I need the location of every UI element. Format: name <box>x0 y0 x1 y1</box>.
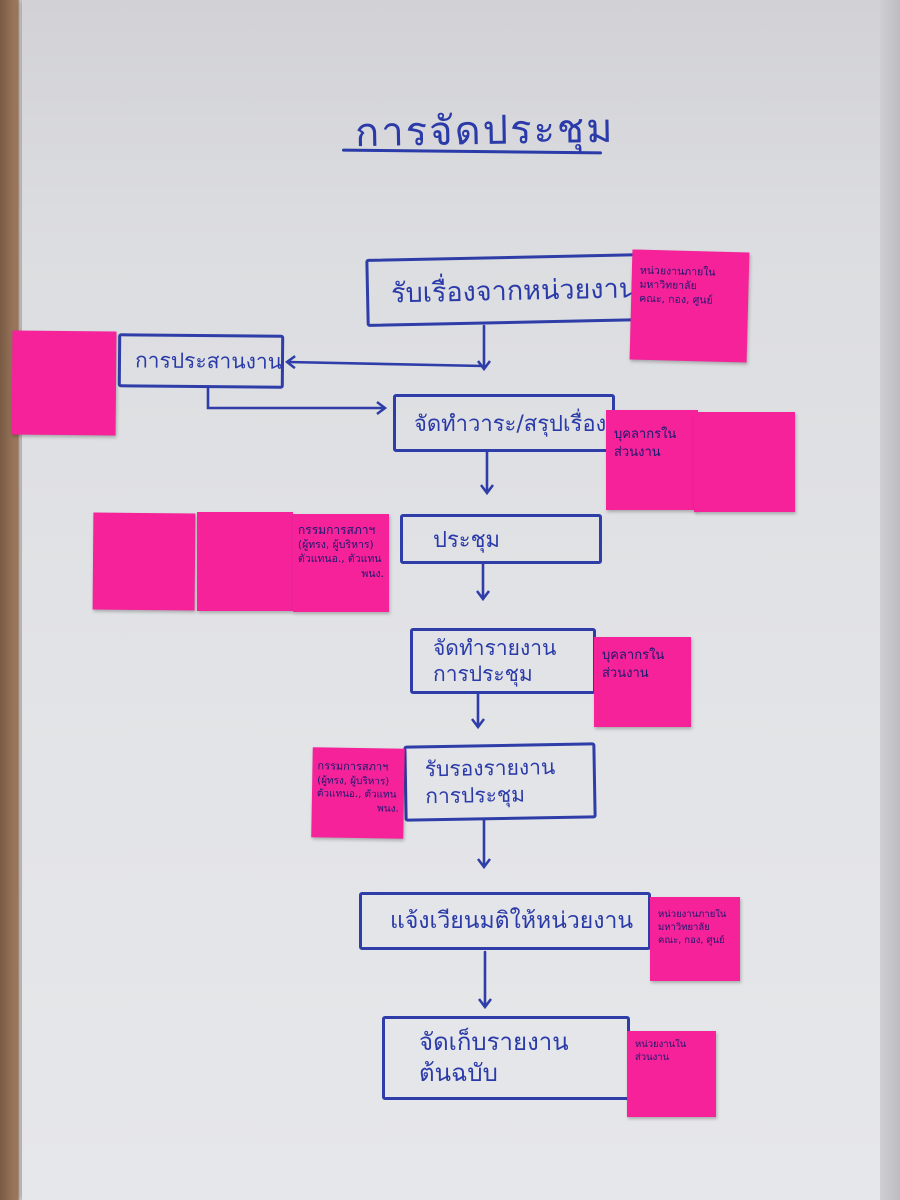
step-prepare-agenda: จัดทำวาระ/สรุปเรื่อง <box>393 394 615 452</box>
step-receive-matters: รับเรื่องจากหน่วยงาน <box>365 253 649 327</box>
step-coordination: การประสานงาน <box>117 333 285 389</box>
step-notify-resolution: แจ้งเวียนมติให้หน่วยงาน <box>359 892 651 950</box>
sticky-note-internal-units: หน่วยงานภายใน มหาวิทยาลัย คณะ, กอง, ศูนย… <box>629 249 750 363</box>
step-prepare-report: จัดทำรายงาน การประชุม <box>410 628 596 694</box>
step-approve-report: รับรองรายงาน การประชุม <box>403 742 597 822</box>
sticky-note-staff-2: บุคลากรใน ส่วนงาน <box>594 637 691 727</box>
sticky-note-council-2: กรรมการสภาฯ (ผู้ทรง, ผู้บริหาร) ตัวแทนอ.… <box>311 747 405 839</box>
sticky-note-staff-1: บุคลากรใน ส่วนงาน <box>606 410 698 510</box>
step-meeting: ประชุม <box>400 514 602 564</box>
sticky-note-blank <box>694 412 795 512</box>
sticky-note-faint-left <box>11 330 117 436</box>
sticky-note-internal-units-2: หน่วยงานภายใน มหาวิทยาลัย คณะ, กอง, ศูนย… <box>650 897 740 981</box>
sticky-note-faint-1 <box>92 512 196 611</box>
paper-edge <box>880 0 900 1200</box>
arrow-coordination-to-agenda <box>206 386 388 415</box>
sticky-note-units-in-section: หน่วยงานใน ส่วนงาน <box>627 1031 716 1117</box>
sticky-note-council-1: กรรมการสภาฯ (ผู้ทรง, ผู้บริหาร) ตัวแทนอ.… <box>293 514 389 612</box>
arrow-to-coordination <box>284 355 486 370</box>
sticky-note-faint-2 <box>197 512 293 611</box>
step-archive-report: จัดเก็บรายงาน ต้นฉบับ <box>382 1016 630 1100</box>
